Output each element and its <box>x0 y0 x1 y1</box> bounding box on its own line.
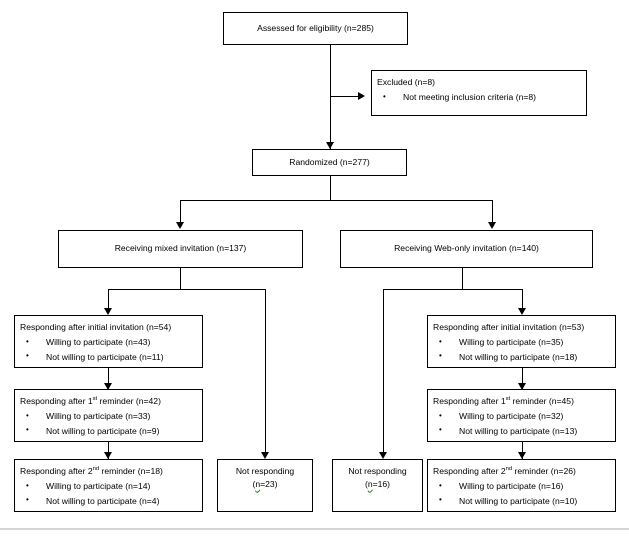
connector-randomized-to-mixed <box>180 200 181 224</box>
header-text-post: reminder (n=26) <box>512 466 576 476</box>
header-text: Responding after initial invitation (n=5… <box>20 322 172 332</box>
arrowhead-to-web-initial <box>518 308 526 315</box>
node-web-not-responding: Not responding (n=16) <box>332 459 423 512</box>
node-web-nonresp-count: (n=16) <box>333 478 422 491</box>
node-mixed-nonresp-label: Not responding <box>235 466 295 476</box>
node-web-rem1-items: Willing to participate (n=32) Not willin… <box>433 410 610 438</box>
node-web-rem2-header: Responding after 2nd reminder (n=26) <box>433 465 610 478</box>
node-web-rem1-header: Responding after 1st reminder (n=45) <box>433 395 610 408</box>
arrowhead-to-mixed-initial <box>104 308 112 315</box>
node-mixed-rem2-items: Willing to participate (n=14) Not willin… <box>20 480 197 508</box>
connector-mixed-to-initial <box>108 289 109 311</box>
header-text: Responding after 1 <box>20 396 93 406</box>
arrowhead-to-mixed-rem2 <box>104 452 112 459</box>
node-assessed-for-eligibility: Assessed for eligibility (n=285) <box>223 12 408 45</box>
connector-randomized-stem <box>330 176 331 200</box>
node-mixed-reminder2: Responding after 2nd reminder (n=18) Wil… <box>14 459 203 512</box>
list-item: Not meeting inclusion criteria (n=8) <box>377 91 581 104</box>
node-web-initial-header: Responding after initial invitation (n=5… <box>433 321 610 334</box>
arrowhead-to-mixed-nonresponding <box>261 452 269 459</box>
header-text-post: reminder (n=42) <box>97 396 161 406</box>
header-text: Responding after 2 <box>433 466 506 476</box>
list-item: Not willing to participate (n=10) <box>433 494 610 508</box>
connector-randomized-split <box>180 200 492 201</box>
list-item: Willing to participate (n=14) <box>20 480 197 493</box>
node-mixed-initial-header: Responding after initial invitation (n=5… <box>20 321 197 334</box>
node-web-reminder2: Responding after 2nd reminder (n=26) Wil… <box>427 459 616 512</box>
node-mixed-rem2-header: Responding after 2nd reminder (n=18) <box>20 465 197 478</box>
connector-web-to-nonresponding <box>383 289 384 456</box>
arrowhead-to-mixed-rem1 <box>104 383 112 390</box>
node-mixed-nonresp-count: (n=23) <box>218 478 312 491</box>
node-web-reminder1: Responding after 1st reminder (n=45) Wil… <box>427 389 616 442</box>
list-item: Willing to participate (n=35) <box>433 336 610 349</box>
ordinal-suffix: nd <box>92 466 100 473</box>
header-text: Responding after initial invitation (n=5… <box>433 322 585 332</box>
connector-mixed-split <box>108 289 265 290</box>
connector-mixed-stem <box>180 268 181 289</box>
node-randomized: Randomized (n=277) <box>252 149 407 176</box>
connector-randomized-to-web <box>492 200 493 224</box>
list-item: Not willing to participate (n=9) <box>20 424 197 438</box>
node-web-nonresp-label: Not responding <box>348 466 407 476</box>
list-item: Willing to participate (n=43) <box>20 336 197 349</box>
connector-web-rem1-to-rem2 <box>522 442 523 461</box>
connector-to-excluded <box>330 96 360 97</box>
connector-mixed-rem1-to-rem2 <box>108 442 109 461</box>
ordinal-suffix: st <box>92 396 98 403</box>
header-text-post: reminder (n=45) <box>510 396 574 406</box>
node-mixed-reminder1: Responding after 1st reminder (n=42) Wil… <box>14 389 203 442</box>
node-mixed-initial-items: Willing to participate (n=43) Not willin… <box>20 336 197 364</box>
arrowhead-to-web-arm <box>488 222 496 229</box>
node-randomized-label: Randomized (n=277) <box>289 156 370 167</box>
connector-web-initial-to-rem1 <box>522 368 523 390</box>
paren-open: ( <box>364 479 368 490</box>
node-arm-web-invitation: Receiving Web-only invitation (n=140) <box>340 230 593 268</box>
connector-mixed-to-nonresponding <box>265 289 266 456</box>
list-item: Willing to participate (n=16) <box>433 480 610 493</box>
node-web-initial-items: Willing to participate (n=35) Not willin… <box>433 336 610 364</box>
node-arm-mixed-invitation: Receiving mixed invitation (n=137) <box>58 230 303 268</box>
node-arm-mixed-label: Receiving mixed invitation (n=137) <box>114 243 247 254</box>
node-mixed-initial-invitation: Responding after initial invitation (n=5… <box>14 315 203 368</box>
node-excluded-items: Not meeting inclusion criteria (n=8) <box>377 91 581 104</box>
list-item: Not willing to participate (n=4) <box>20 494 197 508</box>
arrowhead-to-web-rem1 <box>518 383 526 390</box>
arrowhead-to-randomized <box>326 142 334 149</box>
node-mixed-rem1-header: Responding after 1st reminder (n=42) <box>20 395 197 408</box>
node-mixed-not-responding: Not responding (n=23) <box>217 459 313 512</box>
node-assessed-label: Assessed for eligibility (n=285) <box>257 22 374 33</box>
node-excluded: Excluded (n=8) Not meeting inclusion cri… <box>371 70 587 116</box>
node-arm-web-label: Receiving Web-only invitation (n=140) <box>394 243 539 254</box>
list-item: Not willing to participate (n=13) <box>433 424 610 438</box>
arrowhead-to-web-rem2 <box>518 452 526 459</box>
header-text: Responding after 2 <box>20 466 93 476</box>
list-item: Not willing to participate (n=18) <box>433 350 610 364</box>
list-item: Not willing to participate (n=11) <box>20 350 197 364</box>
list-item: Willing to participate (n=32) <box>433 410 610 423</box>
node-web-rem2-items: Willing to participate (n=16) Not willin… <box>433 480 610 508</box>
connector-mixed-initial-to-rem1 <box>108 368 109 390</box>
count-value: =23) <box>260 479 278 490</box>
arrowhead-to-mixed-arm <box>176 222 184 229</box>
header-text-post: reminder (n=18) <box>99 466 163 476</box>
list-item: Willing to participate (n=33) <box>20 410 197 423</box>
connector-web-to-initial <box>522 289 523 311</box>
header-text: Responding after 1 <box>433 396 506 406</box>
connector-web-split <box>383 289 522 290</box>
node-excluded-header: Excluded (n=8) <box>377 77 436 87</box>
bottom-divider <box>0 528 629 530</box>
count-value: =16) <box>372 479 391 490</box>
arrowhead-to-web-nonresponding <box>379 452 387 459</box>
arrowhead-to-excluded <box>358 92 365 100</box>
ordinal-suffix: nd <box>505 466 513 473</box>
spellchecked-n: n <box>255 479 261 490</box>
ordinal-suffix: st <box>505 396 511 403</box>
spellchecked-n: n <box>367 479 373 490</box>
node-mixed-rem1-items: Willing to participate (n=33) Not willin… <box>20 410 197 438</box>
connector-assessed-to-randomized <box>330 45 331 149</box>
connector-web-stem <box>462 268 463 289</box>
node-web-initial-invitation: Responding after initial invitation (n=5… <box>427 315 616 368</box>
paren-open: ( <box>252 479 256 490</box>
